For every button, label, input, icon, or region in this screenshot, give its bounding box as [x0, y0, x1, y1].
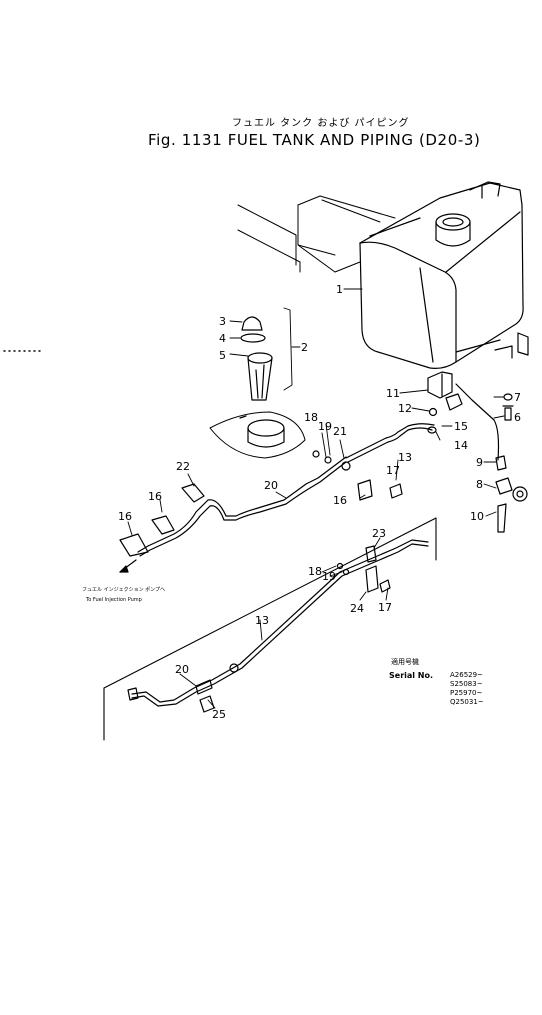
hose-16c — [119, 533, 149, 557]
part-label: 15 — [454, 420, 468, 433]
hose-16b — [151, 515, 175, 535]
part-label: 4 — [219, 332, 226, 345]
part-label: 7 — [514, 391, 521, 404]
washer-7 — [503, 393, 513, 401]
title-japanese: フュエル タンク および パイピング — [232, 118, 410, 129]
inset-end-fitting — [127, 687, 139, 701]
serial-value: P25970~ — [450, 689, 482, 697]
part-label: 13 — [398, 451, 412, 464]
inset-fitting-20 — [195, 679, 213, 695]
inset-bolt-17b — [379, 579, 391, 593]
inset-pipe-13 — [131, 539, 429, 707]
part-label: 16 — [118, 510, 132, 523]
part-label: 18 — [308, 565, 322, 578]
part-label: 17 — [378, 601, 392, 614]
tank-bracket — [517, 332, 529, 356]
strainer — [247, 352, 273, 401]
inset-frame — [103, 517, 437, 741]
hose-22 — [181, 483, 205, 503]
part-label: 23 — [372, 527, 386, 540]
serial-label-japanese: 適用号機 — [391, 657, 419, 666]
serial-value: A26529~ — [450, 671, 483, 679]
inset-nut-18b — [336, 562, 344, 570]
part-label: 25 — [212, 708, 226, 721]
part-label: 3 — [219, 315, 226, 328]
part-label: 10 — [470, 510, 484, 523]
serial-value: S25083~ — [450, 680, 483, 688]
elbow-9 — [495, 455, 507, 471]
part-label: 5 — [219, 349, 226, 362]
machine-body-outline — [237, 195, 396, 273]
nut-18a — [312, 450, 320, 458]
part-label: 14 — [454, 439, 468, 452]
part-label: 1 — [336, 283, 343, 296]
part-label: 24 — [350, 602, 364, 615]
injection-pump-arrow — [119, 559, 137, 573]
part-label: 18 — [304, 411, 318, 424]
part-label: 6 — [514, 411, 521, 424]
part-label: 17 — [386, 464, 400, 477]
gasket-ring — [240, 333, 266, 343]
part-label: 12 — [398, 402, 412, 415]
washer-19a — [324, 456, 332, 464]
part-label: 16 — [333, 494, 347, 507]
part-label: 20 — [175, 663, 189, 676]
part-label: 2 — [301, 341, 308, 354]
figure-title: Fig. 1131 FUEL TANK AND PIPING (D20-3) — [148, 131, 481, 149]
note-english: To Fuel Injection Pump — [85, 597, 142, 603]
part-label: 16 — [148, 490, 162, 503]
fuel-line-20 — [137, 456, 347, 557]
bracket-16a — [357, 479, 373, 501]
part-label: 20 — [264, 479, 278, 492]
part-label: 13 — [255, 614, 269, 627]
part-label: 22 — [176, 460, 190, 473]
part-label: 19 — [318, 420, 332, 433]
inset-hose-23 — [365, 545, 377, 563]
valve-8 — [495, 477, 528, 502]
inset-bracket-24 — [365, 565, 379, 593]
inset-washer-19b — [342, 568, 350, 576]
serial-label: Serial No. — [389, 671, 433, 680]
fuel-tank — [359, 181, 524, 369]
fuel-line-13 — [345, 383, 500, 463]
serial-value: Q25031~ — [450, 698, 484, 706]
bolt-17a — [389, 483, 403, 499]
filler-opening-cutaway — [209, 411, 306, 459]
washer-12 — [428, 407, 438, 417]
inset-joint — [229, 663, 239, 673]
fitting-10 — [497, 503, 507, 533]
part-label: 9 — [476, 456, 483, 469]
part-label: 19 — [322, 570, 336, 583]
inset-clamp-25 — [199, 695, 215, 713]
bolt-6 — [502, 405, 514, 421]
part-label: 21 — [333, 425, 347, 438]
note-japanese: フュエル インジェクション ポンプへ — [82, 586, 165, 593]
leader-lines — [127, 288, 505, 709]
part-label: 11 — [386, 387, 400, 400]
filler-cap — [241, 316, 263, 331]
pipe-clamp-21 — [341, 461, 351, 471]
tank-filler-neck — [435, 213, 471, 247]
drain-valve — [427, 371, 463, 411]
washer-14 — [427, 426, 437, 434]
part-label: 8 — [476, 478, 483, 491]
